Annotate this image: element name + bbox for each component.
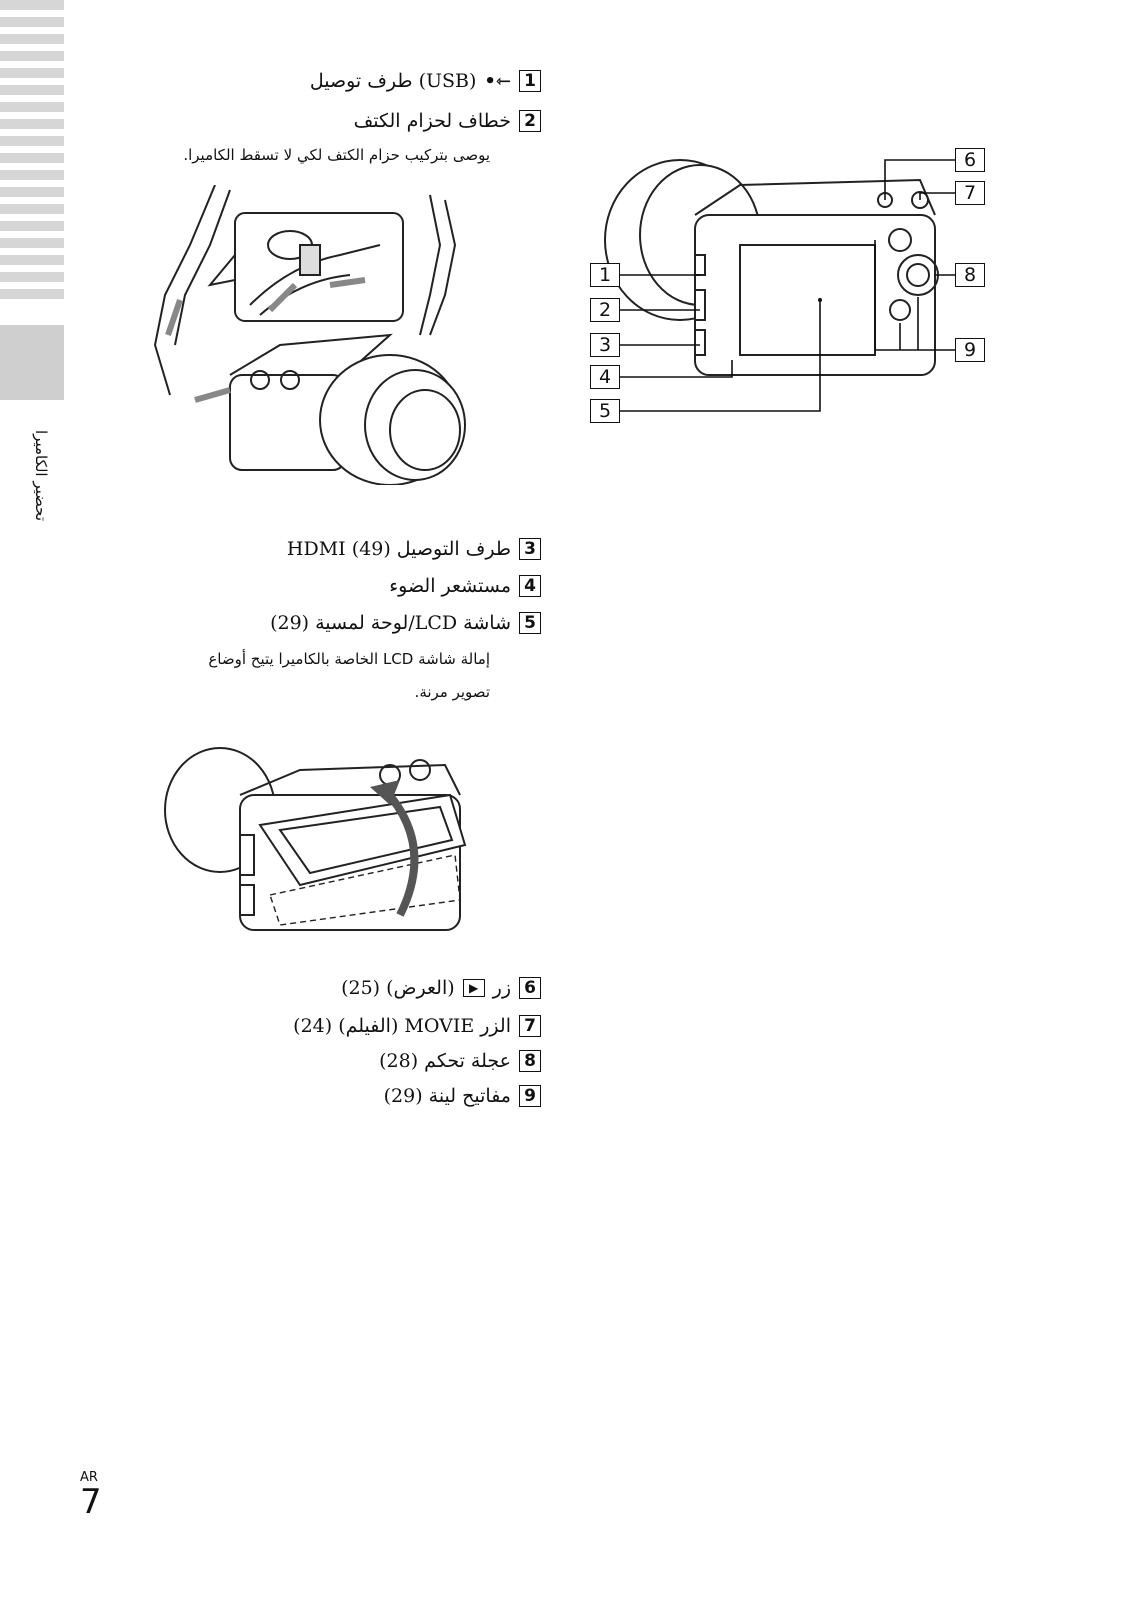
part-number: 4 xyxy=(519,575,541,597)
part-label: خطاف لحزام الكتف xyxy=(353,110,511,132)
part-item-3: 3 طرف التوصيل HDMI (49) xyxy=(287,538,541,560)
callout-6: 6 xyxy=(955,148,985,172)
strap-note: يوصى بتركيب حزام الكتف لكي لا تسقط الكام… xyxy=(183,146,490,164)
part-number: 3 xyxy=(519,538,541,560)
part-number: 6 xyxy=(519,977,541,999)
page-number: 7 xyxy=(80,1482,102,1522)
part-label-prefix: زر xyxy=(492,977,511,999)
callout-1: 1 xyxy=(590,263,620,287)
part-item-9: 9 مفاتيح لينة (29) xyxy=(384,1085,541,1107)
part-label: مفاتيح لينة (29) xyxy=(383,1085,511,1107)
part-item-7: 7 الزر MOVIE (الفيلم) (24) xyxy=(293,1015,541,1037)
part-label: (USB) طرف توصيل xyxy=(309,70,477,92)
part-label: الزر MOVIE (الفيلم) (24) xyxy=(293,1015,511,1037)
page-footer: AR 7 xyxy=(80,1470,102,1519)
callout-3: 3 xyxy=(590,333,620,357)
callout-5: 5 xyxy=(590,399,620,423)
callout-8: 8 xyxy=(955,263,985,287)
part-number: 9 xyxy=(519,1085,541,1107)
edge-tab-stripes xyxy=(0,0,64,312)
part-label: مستشعر الضوء xyxy=(389,575,511,597)
section-side-label: تحضير الكاميرا xyxy=(32,430,50,522)
part-number: 2 xyxy=(519,110,541,132)
part-number: 5 xyxy=(519,612,541,634)
part-item-4: 4 مستشعر الضوء xyxy=(389,575,541,597)
part-number: 8 xyxy=(519,1050,541,1072)
strap-attach-illustration xyxy=(153,185,466,485)
usb-icon: ⇽• xyxy=(484,70,511,92)
callout-2: 2 xyxy=(590,298,620,322)
edge-tab-block xyxy=(0,325,64,400)
part-number: 7 xyxy=(519,1015,541,1037)
part-label: عجلة تحكم (28) xyxy=(379,1050,511,1072)
part-item-1: 1 ⇽• (USB) طرف توصيل xyxy=(310,70,541,92)
part-item-5: 5 شاشة LCD/لوحة لمسية (29) xyxy=(270,612,541,634)
part-label: طرف التوصيل HDMI (49) xyxy=(286,538,511,560)
callout-7: 7 xyxy=(955,181,985,205)
play-icon: ▶ xyxy=(462,979,485,997)
part-label: شاشة LCD/لوحة لمسية (29) xyxy=(270,612,511,634)
tilting-lcd-illustration xyxy=(164,747,467,931)
callout-4: 4 xyxy=(590,365,620,389)
lcd-note-line-1: إمالة شاشة LCD الخاصة بالكاميرا يتيح أوض… xyxy=(208,650,490,668)
camera-rear-illustration xyxy=(604,159,955,412)
lcd-note-line-2: تصوير مرنة. xyxy=(414,683,490,701)
part-item-2: 2 خطاف لحزام الكتف xyxy=(354,110,541,132)
part-label: (العرض) (25) xyxy=(341,977,455,999)
part-item-6: 6 زر ▶ (العرض) (25) xyxy=(341,977,541,999)
callout-9: 9 xyxy=(955,338,985,362)
language-code: AR xyxy=(80,1470,98,1485)
part-number: 1 xyxy=(519,70,541,92)
part-item-8: 8 عجلة تحكم (28) xyxy=(379,1050,541,1072)
